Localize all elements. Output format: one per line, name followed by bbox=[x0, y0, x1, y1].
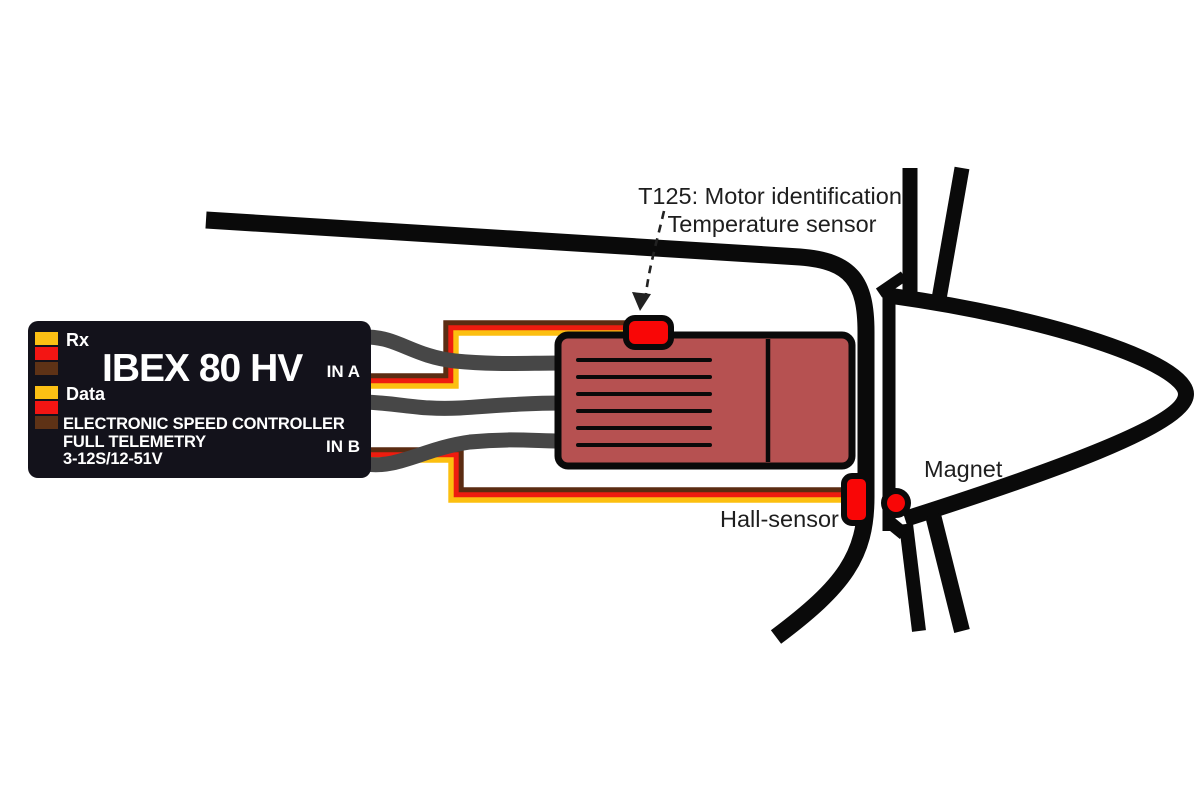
esc-desc-line3: 3-12S/12-51V bbox=[63, 450, 163, 468]
esc-desc-line1: ELECTRONIC SPEED CONTROLLER bbox=[63, 415, 345, 433]
cable-a-brown-wire bbox=[368, 320, 640, 379]
spinner-cone bbox=[890, 288, 1195, 527]
temperature-sensor bbox=[623, 315, 674, 350]
esc-box: Rx IBEX 80 HV IN A Data ELECTRONIC SPEED… bbox=[28, 321, 371, 478]
motor-body bbox=[554, 331, 856, 470]
esc-desc-line2: FULL TELEMETRY bbox=[63, 433, 206, 451]
magnet-dot bbox=[881, 488, 911, 518]
rx-pin-red-icon bbox=[35, 347, 58, 360]
blade-yoke-top bbox=[875, 271, 908, 298]
arrow-head-icon bbox=[632, 292, 651, 311]
data-pin-red-icon bbox=[35, 401, 58, 414]
propeller-blade-bottom-1 bbox=[899, 523, 926, 632]
phase-wire-3 bbox=[358, 432, 570, 473]
esc-in-b-label: IN B bbox=[326, 437, 360, 456]
motor-phase-wires bbox=[358, 329, 570, 473]
hall-sensor-label: Hall-sensor bbox=[720, 506, 839, 532]
esc-in-a-label: IN A bbox=[327, 362, 360, 381]
temp-sensor-label-line2: Temperature sensor bbox=[668, 211, 877, 237]
rx-pin-brown-icon bbox=[35, 362, 58, 375]
magnet-label: Magnet bbox=[924, 456, 1003, 482]
blade-yoke-bottom bbox=[882, 514, 909, 540]
esc-rx-label: Rx bbox=[66, 330, 89, 350]
esc-data-label: Data bbox=[66, 384, 106, 404]
esc-body bbox=[28, 321, 371, 478]
esc-title: IBEX 80 HV bbox=[102, 347, 303, 390]
data-pin-yellow-icon bbox=[35, 386, 58, 399]
propeller-blade-top-2 bbox=[931, 166, 970, 301]
motor-winding-lines bbox=[576, 358, 712, 447]
airframe-outline bbox=[205, 166, 1195, 644]
data-pin-brown-icon bbox=[35, 416, 58, 429]
rx-pin-yellow-icon bbox=[35, 332, 58, 345]
phase-wire-1 bbox=[358, 329, 570, 371]
arrow-dashed-line bbox=[644, 210, 666, 295]
temp-sensor-label-line1: T125: Motor identification bbox=[638, 183, 902, 209]
motor bbox=[554, 331, 856, 470]
hall-sensor bbox=[841, 473, 872, 526]
propeller-blade-bottom-2 bbox=[925, 513, 970, 633]
phase-wire-2 bbox=[358, 394, 570, 416]
t125-annotation-arrow bbox=[632, 210, 666, 311]
